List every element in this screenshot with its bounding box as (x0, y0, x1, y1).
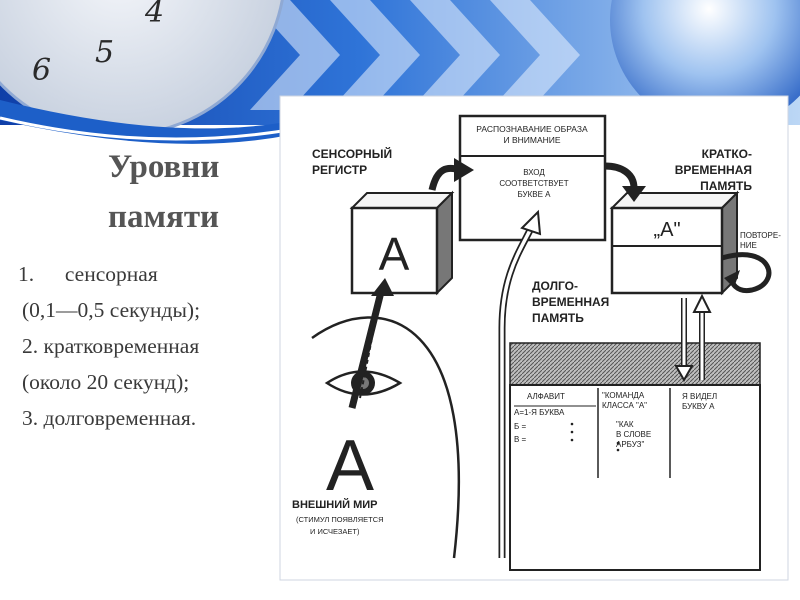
external-world-label: ВНЕШНИЙ МИР (292, 498, 378, 511)
ltm-arrowhead (520, 209, 542, 236)
pattern-recognition-label-2: И ВНИМАНИЕ (503, 135, 560, 145)
i-saw-label-1: Я ВИДЕЛ (682, 392, 717, 401)
letter-v-label: В = (514, 435, 527, 444)
word-example-2: В СЛОВЕ (616, 430, 651, 439)
recognition-to-stm-arrow (604, 162, 638, 189)
slide-title: Уровни памяти (108, 142, 308, 242)
sensory-box-letter: A (379, 228, 410, 280)
short-term-box-letter: „A" (653, 219, 680, 241)
long-term-label-1: ДОЛГО- (532, 279, 578, 293)
list-item-2-detail: (около 20 секунд); (22, 370, 190, 394)
short-term-label-3: ПАМЯТЬ (700, 179, 752, 193)
ltm-arrow-fill (500, 225, 534, 558)
list-item-2: 2. кратковременная (22, 334, 200, 358)
input-label-1: ВХОД (523, 168, 545, 177)
perception-arrowhead (371, 278, 394, 296)
rehearsal-arrowhead (724, 270, 740, 288)
ellipsis-dots (570, 422, 620, 452)
stm-arrowhead (622, 186, 646, 202)
input-label-2: СООТВЕТСТВУЕТ (499, 179, 568, 188)
command-label-1: "КОМАНДА (602, 391, 645, 400)
repetition-label-1: ПОВТОРЕ- (740, 231, 781, 240)
first-letter-label: А=1-Я БУКВА (514, 408, 565, 417)
list-item-1-detail: (0,1—0,5 секунды); (22, 298, 201, 322)
clock-face: 6 5 4 (0, 0, 284, 137)
word-example-3: АРБУЗ" (616, 440, 644, 449)
alphabet-label: АЛФАВИТ (527, 392, 565, 401)
i-saw-label-2: БУКВУ А (682, 402, 715, 411)
short-term-label-2: ВРЕМЕННАЯ (675, 163, 752, 177)
sensory-register-cube: A (349, 190, 455, 296)
memory-model-diagram: РАСПОЗНАВАНИЕ ОБРАЗА И ВНИМАНИЕ ВХОД СОО… (292, 114, 781, 571)
sensory-label-2: РЕГИСТР (312, 163, 367, 177)
clock-digit: 5 (95, 35, 114, 70)
clock-digit: 6 (32, 53, 51, 88)
repetition-label-2: НИЕ (740, 241, 757, 250)
memory-levels-list: 1. сенсорная (0,1—0,5 секунды); 2. кратк… (18, 256, 288, 436)
letter-b-label: Б = (514, 422, 526, 431)
outside-world-letter: A (326, 426, 374, 506)
long-term-label-3: ПАМЯТЬ (532, 311, 584, 325)
stimulus-label-1: (СТИМУЛ ПОЯВЛЯЕТСЯ (296, 515, 384, 524)
word-example-1: "КАК (616, 420, 634, 429)
list-item-3: 3. долговременная. (22, 406, 197, 430)
sensory-arrowhead (454, 158, 474, 182)
short-term-label-1: КРАТКО- (702, 147, 752, 161)
slide-title-line-1: Уровни (108, 149, 220, 185)
sensory-label-1: СЕНСОРНЫЙ (312, 146, 392, 161)
list-item-1-number: 1. (18, 262, 35, 286)
perception-arc (311, 316, 460, 559)
long-term-label-2: ВРЕМЕННАЯ (532, 295, 609, 309)
long-term-memory-store (509, 342, 761, 571)
slide-title-line-2: памяти (108, 199, 220, 235)
short-term-memory-box: „A" (609, 190, 740, 296)
chevron-pattern (250, 0, 580, 110)
list-item-1: 1. сенсорная (18, 256, 288, 292)
clock-digit: 4 (144, 0, 164, 30)
perception-arrow (348, 287, 386, 409)
stimulus-label-2: И ИСЧЕЗАЕТ) (310, 527, 360, 536)
list-item-1-text: сенсорная (64, 262, 158, 286)
stm-ltm-exchange-arrows (674, 293, 712, 383)
command-label-2: КЛАССА "А" (602, 401, 647, 410)
input-label-3: БУКВЕ А (517, 190, 551, 199)
pattern-recognition-label-1: РАСПОЗНАВАНИЕ ОБРАЗА (476, 124, 588, 134)
